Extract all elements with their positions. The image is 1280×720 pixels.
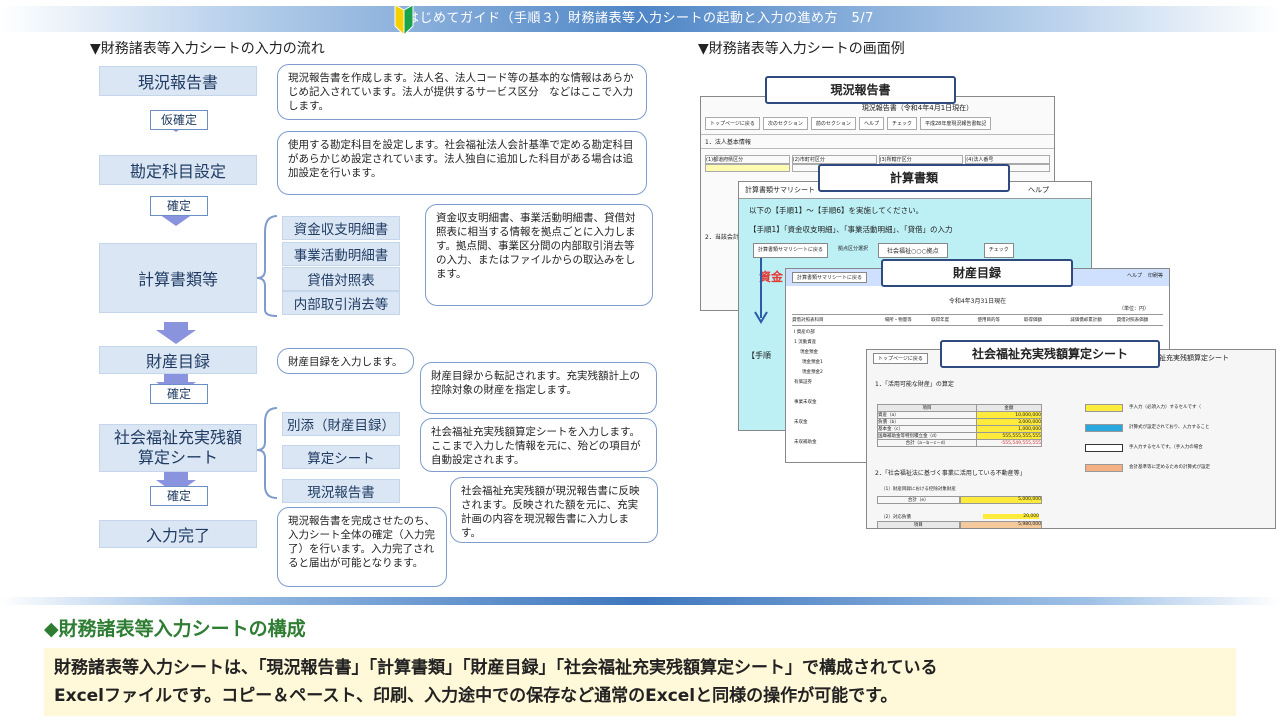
tag-zaisan: 財産目録 [881,259,1073,287]
header-bar [0,6,1280,32]
page-title: はじめてガイド（手順３）財務諸表等入力シートの起動と入力の進め方 5/7 [406,11,874,26]
note-keisan: 資金収支明細書、事業活動明細書、貸借対照表に相当する情報を拠点ごとに入力します。… [425,204,653,306]
note-genkyo: 現況報告書を作成します。法人名、法人コード等の基本的な情報はあらかじめ記入されて… [277,64,647,120]
note-zaisan: 財産目録を入力します。 [277,348,414,374]
window-shakai: トップページに戻る 社会福祉充実残額算定シート 1．「活用可能な財産」の算定 項… [866,349,1276,529]
step-kanryo[interactable]: 入力完了 [99,520,257,548]
step-keisan[interactable]: 計算書類等 [99,243,257,313]
screen-section-title: ▼財務諸表等入力シートの画面例 [698,41,905,57]
btn-top[interactable]: トップページに戻る [705,117,760,130]
btn-check2[interactable]: チェック [983,243,1014,258]
sub-santei[interactable]: 算定シート [282,445,400,469]
note-shakai: 社会福祉充実残額算定シートを入力します。ここまで入力した情報を元に、殆どの項目が… [420,418,657,472]
sub-naibu[interactable]: 内部取引消去等 [282,291,400,315]
beginner-mark-icon [394,4,414,36]
composition-title: ◆財務諸表等入力シートの構成 [44,618,306,640]
btn-top4[interactable]: トップページに戻る [873,353,928,364]
note-reflect: 社会福祉充実残額が現況報告書に反映されます。反映された額を元に、充実計画の内容を… [450,477,658,543]
btn-help[interactable]: ヘルプ [858,117,884,130]
step-kanjo[interactable]: 勘定科目設定 [99,155,257,185]
flow-section-title: ▼財務諸表等入力シートの入力の流れ [90,41,325,57]
note-zaisan-transfer: 財産目録から転記されます。充実残額計上の控除対象の財産を指定します。 [420,362,657,414]
sub-shikin[interactable]: 資金収支明細書 [282,216,400,240]
down-arrow-icon [754,258,768,324]
sub-genkyo[interactable]: 現況報告書 [282,479,400,503]
btn-transfer[interactable]: 平成28年度現況報告書転記 [919,117,992,130]
step-shakai[interactable]: 社会福祉充実残額 算定シート [99,424,257,472]
btn-check[interactable]: チェック [886,117,917,130]
tag-keisan: 計算書類 [818,164,1010,192]
tag-genkyo: 現況報告書 [765,76,956,104]
confirm-2: 確定 [150,196,208,216]
step-zaisan[interactable]: 財産目録 [99,346,257,374]
confirm-1: 仮確定 [150,110,208,130]
note-kanjo: 使用する勘定科目を設定します。社会福祉法人会計基準で定める勘定科目があらかじめ設… [277,131,647,195]
btn-summary[interactable]: 計算書類サマリシートに戻る [753,243,829,258]
sub-jigyo[interactable]: 事業活動明細書 [282,242,400,266]
sub-taishaku[interactable]: 貸借対照表 [282,267,400,291]
select-base[interactable]: 社会福祉○○○拠点 [878,243,948,258]
bracket-lines [256,215,278,499]
composition-description: 財務諸表等入力シートは、「現況報告書」「計算書類」「財産目録」「社会福祉充実残額… [44,648,1236,716]
btn-prev[interactable]: 前のセクション [810,117,856,130]
note-kanryo: 現況報告書を完成させたのち、入力シート全体の確定（入力完了）を行います。入力完了… [277,507,447,587]
legend: 手入力（必須入力）するセルです（ 計算式が設定されており、入力すること 手入力す… [1085,404,1210,472]
calc-table: 項目金額 資産（a）10,000,000 負債（b）3,000,000 基本金（… [877,404,1043,447]
btn-summary3[interactable]: 計算書類サマリシートに戻る [792,272,868,283]
btn-next[interactable]: 次のセクション [762,117,808,130]
confirm-4: 確定 [150,486,208,506]
sub-bettem[interactable]: 別添（財産目録） [282,412,400,436]
genkyo-toolbar: トップページに戻る 次のセクション 前のセクション ヘルプ チェック 平成28年… [701,113,1054,134]
step-genkyo[interactable]: 現況報告書 [99,66,257,96]
tag-shakai: 社会福祉充実残額算定シート [940,340,1160,368]
confirm-3: 確定 [150,384,208,404]
divider-bar [0,597,1280,605]
